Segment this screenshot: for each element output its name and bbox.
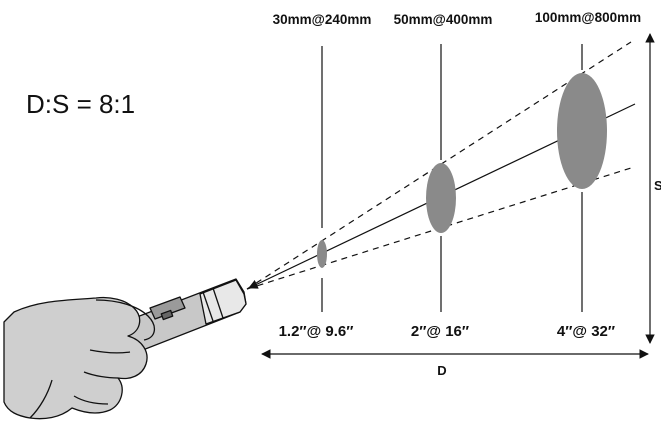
spot-1-imperial-label: 1.2″@ 9.6″ <box>279 323 354 340</box>
spot-3-metric-label: 100mm@800mm <box>535 10 641 25</box>
spot-2-metric-label: 50mm@400mm <box>394 12 493 27</box>
spot-2-imperial-label: 2″@ 16″ <box>411 323 469 340</box>
spot-size-label: S <box>654 178 661 193</box>
spot-large <box>557 73 607 189</box>
spot-3-imperial-label: 4″@ 32″ <box>557 323 615 340</box>
spot-1-metric-label: 30mm@240mm <box>273 12 372 27</box>
distance-label: D <box>437 363 446 378</box>
spot-small <box>317 240 327 268</box>
spots <box>317 73 607 268</box>
ratio-label: D:S = 8:1 <box>26 89 135 119</box>
spot-medium <box>426 163 456 233</box>
reference-lines <box>321 44 583 312</box>
hand-icon <box>3 296 155 420</box>
